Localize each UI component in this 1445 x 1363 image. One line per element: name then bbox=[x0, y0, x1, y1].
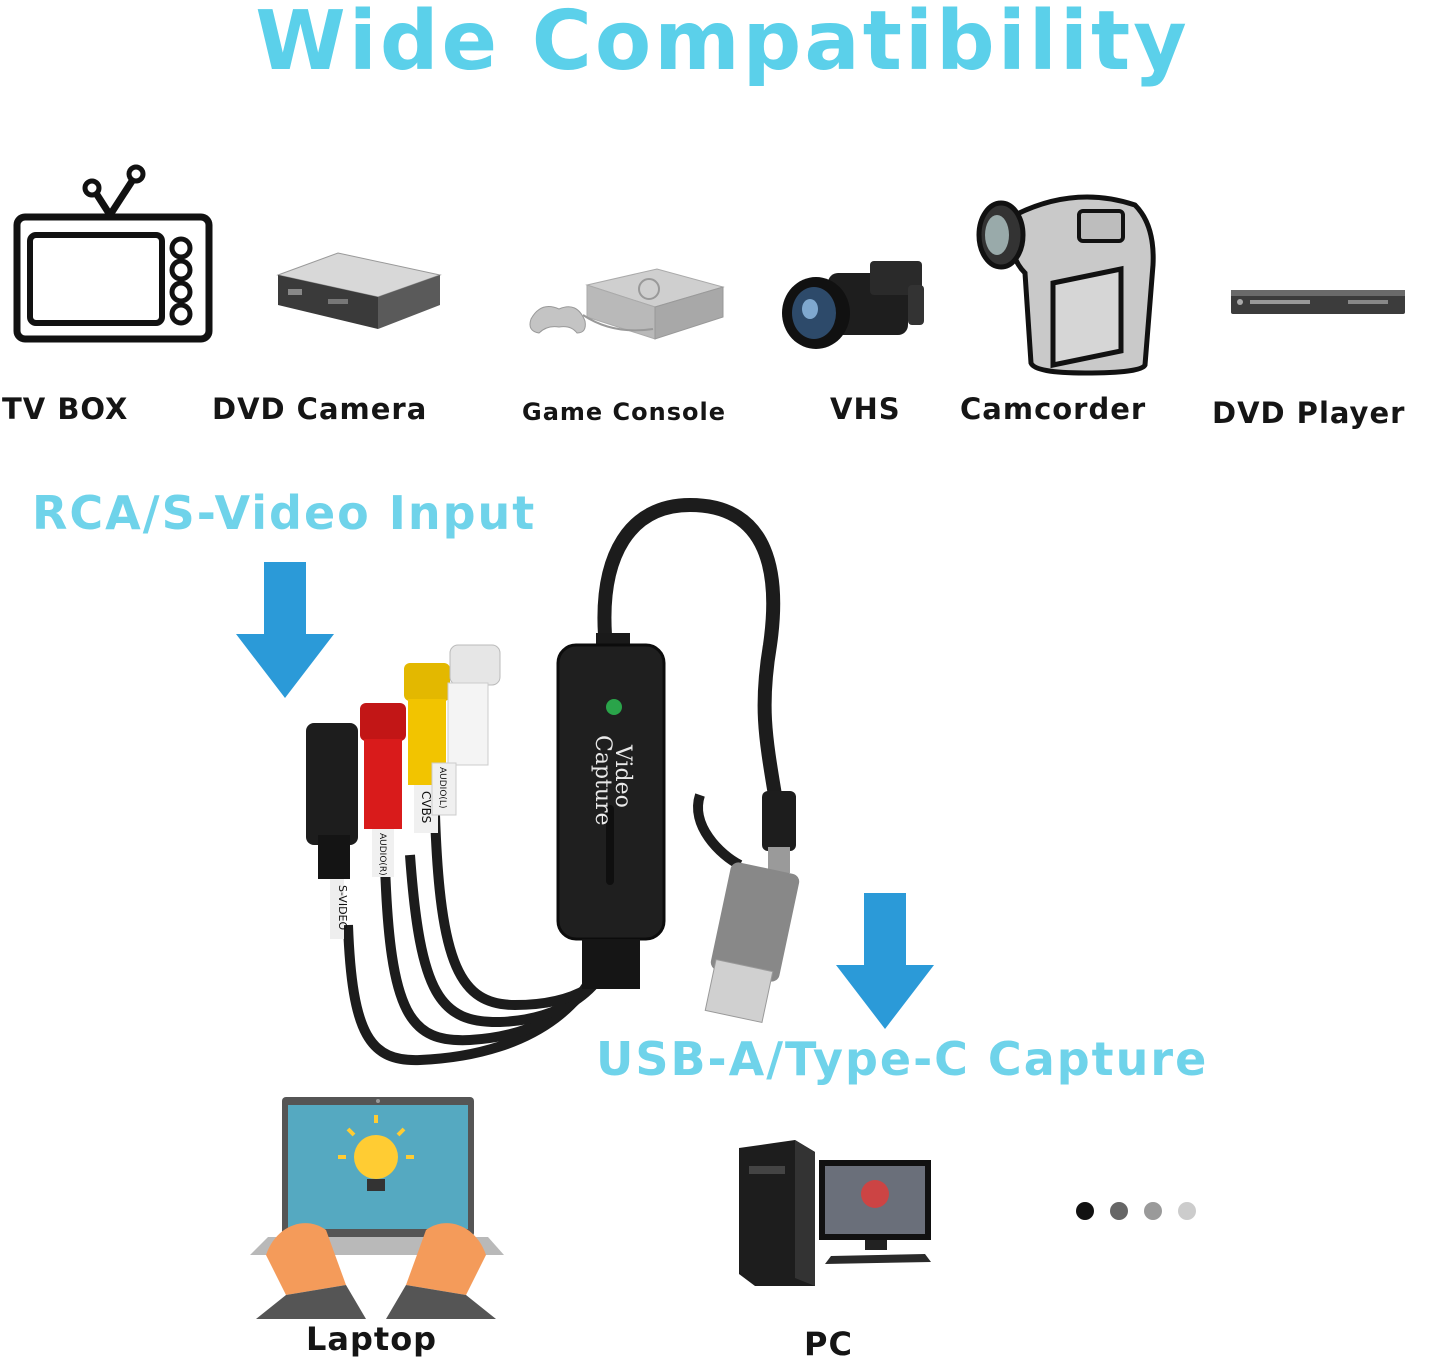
target-label-pc: PC bbox=[804, 1325, 853, 1363]
page-title: Wide Compatibility bbox=[255, 0, 1190, 89]
laptop-icon bbox=[250, 1097, 504, 1319]
more-indicator bbox=[1076, 1202, 1206, 1220]
arrow-down-icon-output bbox=[836, 893, 934, 1029]
tag-svideo: S-VIDEO bbox=[336, 885, 349, 930]
device-label-vhs: VHS bbox=[830, 392, 901, 426]
desktop-pc-icon bbox=[739, 1140, 931, 1286]
device-label-dvd-camera: DVD Camera bbox=[212, 392, 428, 426]
dot-2 bbox=[1110, 1202, 1128, 1220]
arrow-down-icon bbox=[236, 562, 334, 698]
dot-3 bbox=[1144, 1202, 1162, 1220]
dvd-player-icon bbox=[1231, 290, 1405, 314]
input-section-label: RCA/S-Video Input bbox=[32, 486, 537, 540]
video-capture-cable-image: Video Capture S-VIDEO AUDIO(R) CVBS AUDI… bbox=[306, 497, 800, 1066]
device-label-dvd-player: DVD Player bbox=[1212, 396, 1406, 430]
tv-icon bbox=[13, 164, 213, 343]
device-label-tv-box: TV BOX bbox=[2, 392, 129, 426]
device-label-video: Video bbox=[610, 744, 635, 808]
media-box-icon bbox=[276, 252, 442, 329]
output-section-label: USB-A/Type-C Capture bbox=[596, 1032, 1209, 1086]
dot-4 bbox=[1178, 1202, 1196, 1220]
device-label-capture: Capture bbox=[590, 735, 615, 826]
camcorder-icon bbox=[976, 194, 1156, 376]
game-console-icon bbox=[529, 268, 725, 340]
target-label-laptop: Laptop bbox=[306, 1320, 438, 1358]
tag-cvbs: CVBS bbox=[419, 791, 433, 823]
tag-audio-l: AUDIO(L) bbox=[437, 767, 447, 808]
dot-1 bbox=[1076, 1202, 1094, 1220]
device-label-game-console: Game Console bbox=[522, 398, 726, 426]
video-camera-icon bbox=[782, 261, 924, 349]
tag-audio-r: AUDIO(R) bbox=[377, 833, 387, 876]
device-label-camcorder: Camcorder bbox=[960, 392, 1147, 426]
